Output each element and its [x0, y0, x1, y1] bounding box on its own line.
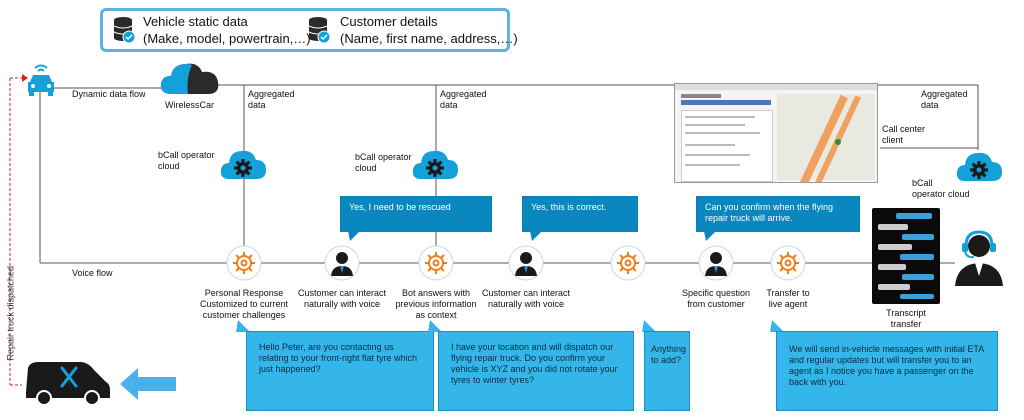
car-icon: [28, 64, 54, 96]
data-legend: Vehicle static data (Make, model, powert…: [100, 8, 518, 52]
speech-bubble-correct: Yes, this is correct.: [522, 196, 638, 232]
vehicle-static-title: Vehicle static data: [143, 14, 248, 29]
speech-bubble-hello: Hello Peter, are you contacting us relat…: [246, 331, 434, 411]
call-center-client-label: Call center client: [882, 124, 926, 145]
gear-cloud-icon: [220, 150, 266, 179]
aggregated-data-label-3: Aggregated data: [921, 89, 968, 110]
customer-details-sub: (Name, first name, address,…): [340, 31, 518, 46]
aggregated-data-label-1: Aggregated data: [248, 89, 295, 110]
gear-cloud-icon: [956, 152, 1002, 181]
step-label-1: Personal Response Customized to current …: [199, 288, 289, 320]
aggregated-data-label-2: Aggregated data: [440, 89, 487, 110]
speech-tail: [704, 231, 716, 241]
speech-bubble-anything: Anything to add?: [644, 331, 690, 411]
bcall-cloud-label-2: bCall operator cloud: [355, 152, 412, 173]
gear-cloud-icon: [412, 150, 458, 179]
step-label-3: Bot answers with previous information as…: [395, 288, 477, 320]
voice-flow-label: Voice flow: [72, 268, 113, 278]
speech-tail: [236, 320, 250, 332]
speech-tail: [770, 320, 784, 332]
repair-truck-dispatched-label: Repair truck dispatched: [5, 265, 16, 361]
speech-bubble-rescued: Yes, I need to be rescued: [340, 196, 492, 232]
wirelesscar-cloud-icon: [160, 63, 219, 94]
dynamic-data-flow-label: Dynamic data flow: [72, 89, 146, 99]
bcall-cloud-label-1: bCall operator cloud: [158, 150, 215, 171]
speech-bubble-confirm: Can you confirm when the flying repair t…: [696, 196, 860, 232]
database-icon: [113, 17, 135, 44]
speech-tail: [530, 231, 542, 241]
speech-tail: [428, 320, 442, 332]
speech-bubble-messages: We will send in-vehicle messages with in…: [776, 331, 998, 411]
step-label-2: Customer can interact naturally with voi…: [297, 288, 387, 309]
step-label-6: Transfer to live agent: [766, 288, 810, 309]
gear-node-icon: [418, 245, 454, 281]
transcript-phone: [872, 208, 940, 304]
transcript-transfer-label: Transcript transfer: [886, 308, 926, 329]
arrow-left-icon: [120, 368, 176, 400]
speech-tail: [348, 231, 360, 241]
gear-node-icon: [770, 245, 806, 281]
agent-icon: [698, 245, 734, 281]
step-label-5: Specific question from customer: [681, 288, 751, 309]
call-center-screenshot: [674, 83, 878, 183]
van-icon: [26, 362, 110, 406]
gear-node-icon: [610, 245, 646, 281]
database-icon: [308, 17, 330, 44]
step-label-4: Customer can interact naturally with voi…: [481, 288, 571, 309]
wirelesscar-label: WirelessCar: [165, 100, 215, 110]
headset-agent-icon: [955, 230, 1003, 286]
tools-icon: [60, 366, 78, 388]
agent-icon: [508, 245, 544, 281]
customer-details-title: Customer details: [340, 14, 438, 29]
vehicle-static-sub: (Make, model, powertrain,…): [143, 31, 311, 46]
bcall-cloud-label-3: bCall operator cloud: [912, 178, 970, 199]
agent-icon: [324, 245, 360, 281]
speech-tail: [642, 320, 656, 332]
gear-node-icon: [226, 245, 262, 281]
speech-bubble-location: I have your location and will dispatch o…: [438, 331, 634, 411]
